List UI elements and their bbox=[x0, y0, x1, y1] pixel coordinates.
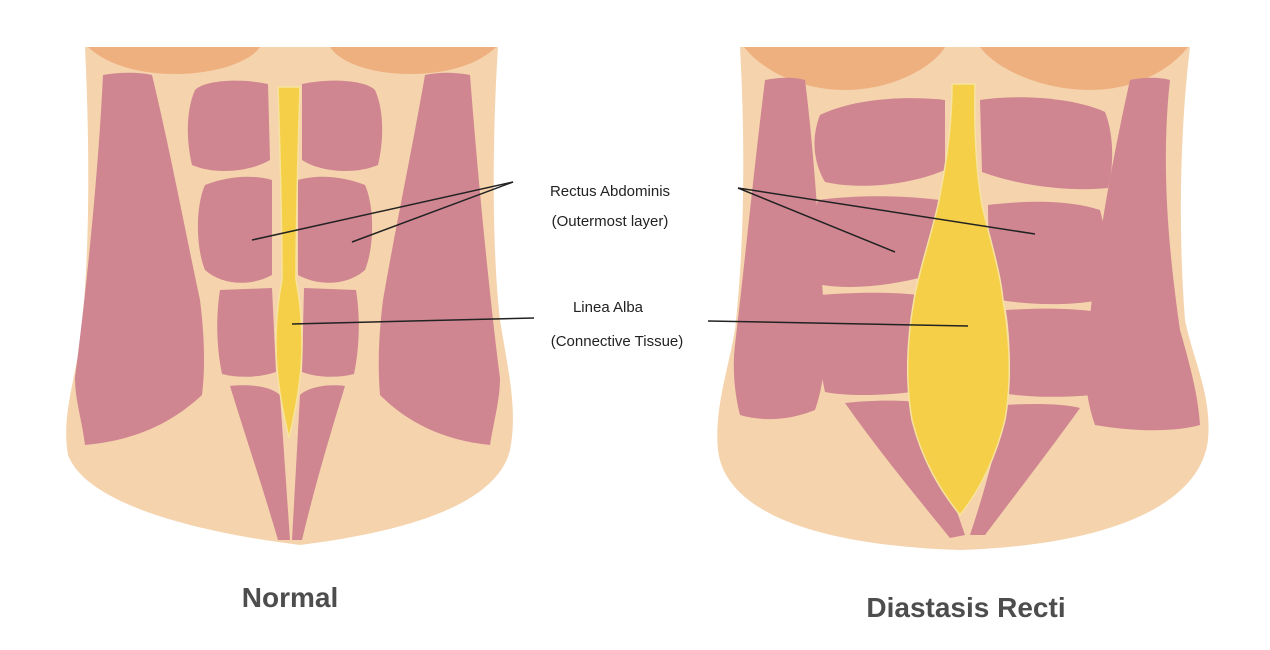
normal-rectus-r3 bbox=[302, 288, 359, 377]
normal-rectus-l4 bbox=[230, 385, 290, 540]
normal-rectus-r2 bbox=[298, 176, 373, 283]
diastasis-rectus-r1 bbox=[980, 97, 1113, 190]
normal-breast-left bbox=[88, 47, 260, 74]
diastasis-rectus-r2 bbox=[988, 201, 1106, 305]
normal-torso bbox=[66, 47, 513, 545]
leader-rectus-diastasis-a bbox=[737, 187, 896, 253]
diastasis-recti-caption: Diastasis Recti bbox=[866, 592, 1065, 623]
normal-caption: Normal bbox=[242, 582, 338, 613]
normal-oblique-left bbox=[75, 72, 205, 445]
normal-rectus-l3 bbox=[217, 288, 276, 377]
leader-lines bbox=[251, 181, 1036, 327]
diastasis-rectus-l1 bbox=[814, 98, 945, 186]
diastasis-rectus-r4 bbox=[970, 404, 1080, 535]
normal-breast-right bbox=[330, 47, 496, 74]
rectus-abdominis-label: Rectus Abdominis bbox=[550, 183, 670, 200]
diastasis-oblique-left bbox=[733, 77, 826, 420]
linea-alba-label: Linea Alba bbox=[573, 299, 644, 316]
normal-rectus-r4 bbox=[292, 385, 345, 540]
normal-rectus-l1 bbox=[187, 80, 270, 172]
normal-rectus-l2 bbox=[197, 176, 272, 283]
diastasis-linea-alba bbox=[906, 83, 1011, 517]
diastasis-torso bbox=[717, 47, 1209, 550]
normal-rectus-r1 bbox=[302, 80, 383, 172]
diastasis-rectus-l4 bbox=[845, 400, 965, 538]
diastasis-rectus-l3 bbox=[817, 292, 918, 395]
normal-oblique-right bbox=[378, 72, 500, 445]
normal-linea-alba bbox=[275, 86, 303, 439]
leader-linea-diastasis bbox=[707, 320, 969, 327]
diastasis-rectus-r3 bbox=[1006, 308, 1099, 397]
diastasis-oblique-right bbox=[1085, 77, 1200, 431]
leader-rectus-normal-b bbox=[351, 181, 514, 243]
diastasis-rectus-l2 bbox=[813, 196, 940, 287]
leader-rectus-diastasis-b bbox=[737, 187, 1036, 235]
leader-linea-normal bbox=[291, 317, 535, 325]
linea-alba-sublabel: (Connective Tissue) bbox=[551, 333, 684, 350]
rectus-abdominis-sublabel: (Outermost layer) bbox=[552, 213, 669, 230]
leader-rectus-normal-a bbox=[251, 181, 514, 241]
